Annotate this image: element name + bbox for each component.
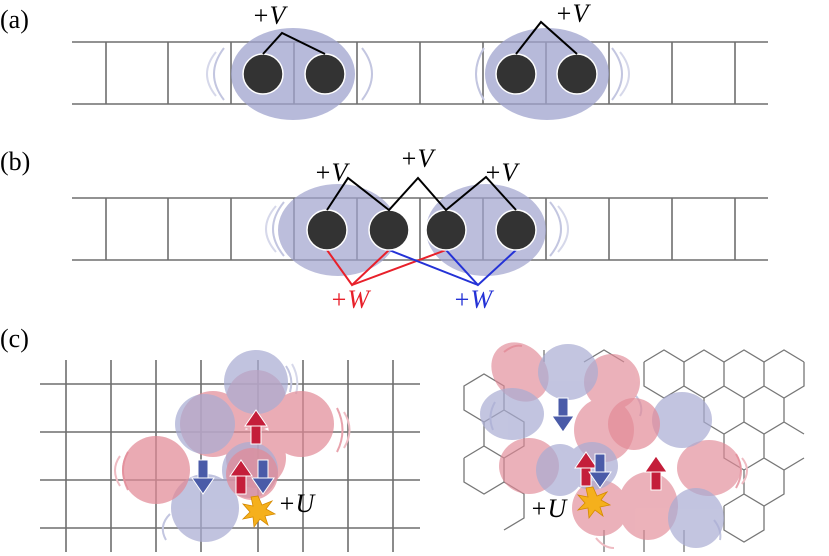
v-bond-line [326, 175, 517, 212]
w-bond-line-red [351, 249, 447, 286]
electron-pair-a-right: +V [475, 0, 630, 120]
v-bond-line [515, 20, 578, 55]
electron-dot [425, 209, 467, 251]
electron-dot [495, 209, 537, 251]
v-bond-line [262, 31, 326, 55]
electron-dot [306, 209, 348, 251]
motion-lines-icon [206, 47, 373, 101]
electron-pair-a-left: +V [206, 1, 373, 120]
u-term-label: +U [530, 494, 569, 523]
electron-dot [304, 53, 346, 95]
w-term-label-red: +W [330, 285, 372, 314]
interaction-spark-icon [242, 495, 276, 528]
pair-blob [485, 28, 609, 120]
panel-b: (b) [0, 144, 768, 314]
electron-dot [242, 53, 284, 95]
pair-blob [231, 28, 355, 120]
electron-dot [495, 53, 537, 95]
ladder-lattice-a [72, 41, 768, 105]
panel-c: (c) [0, 324, 805, 552]
panel-b-label: (b) [0, 147, 30, 176]
panel-c-label: (c) [0, 324, 29, 353]
motion-lines-icon [475, 47, 630, 101]
v-term-label: +V [314, 158, 351, 187]
orbital-lobes-red [608, 398, 660, 450]
panel-a-label: (a) [0, 5, 29, 34]
motion-lines-icon [265, 201, 569, 257]
w-bond-line-blue [388, 249, 479, 286]
honeycomb-lattice-diagram: +U [463, 342, 805, 552]
v-term-label: +V [252, 1, 289, 30]
ladder-lattice-b [72, 197, 768, 261]
v-term-label: +V [484, 158, 521, 187]
spin-down-arrow-icon [551, 397, 575, 433]
u-term-label: +U [278, 489, 317, 518]
pair-blob [426, 184, 546, 276]
w-term-label-blue: +W [453, 285, 495, 314]
panel-a: (a) +V [0, 0, 768, 120]
v-term-label: +V [400, 144, 437, 173]
electron-dot [368, 209, 410, 251]
electron-dot [556, 53, 598, 95]
square-lattice-diagram: +U [40, 350, 420, 552]
v-term-label: +V [555, 0, 592, 28]
